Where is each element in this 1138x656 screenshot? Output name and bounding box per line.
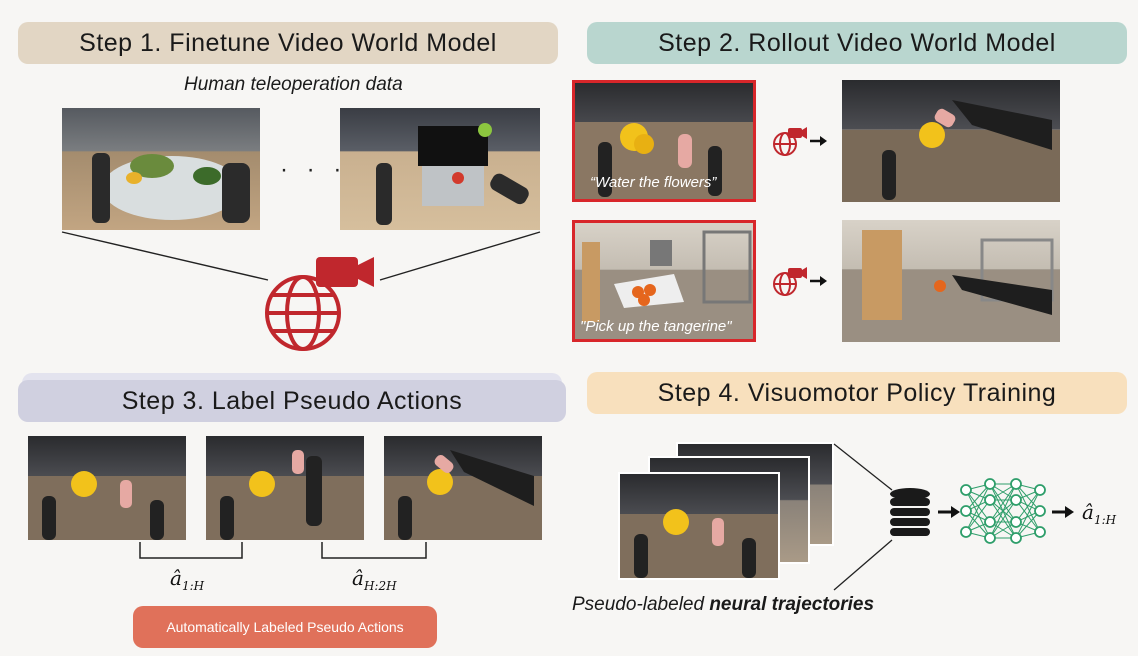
nn-edge <box>965 499 991 533</box>
step2-title: Step 2. Rollout Video World Model <box>658 28 1056 57</box>
step1-header: Step 1. Finetune Video World Model <box>18 22 558 64</box>
rollout-output-scene-1 <box>842 100 1060 202</box>
nn-node <box>984 516 996 528</box>
prompt-water-flowers: “Water the flowers” <box>590 174 717 191</box>
nn-node <box>984 532 996 544</box>
label-frame-1 <box>28 436 186 540</box>
nn-node <box>1034 505 1046 517</box>
step1-caption: Human teleoperation data <box>184 74 403 95</box>
rollout-output-frame-1 <box>842 80 1060 202</box>
nn-node <box>1010 494 1022 506</box>
nn-node <box>960 484 972 496</box>
step4-title: Step 4. Visuomotor Policy Training <box>657 378 1057 407</box>
label-scene-3 <box>384 450 542 540</box>
nn-node <box>984 494 996 506</box>
label-scene-2 <box>206 450 364 540</box>
prompt-frame-2 <box>572 220 756 342</box>
rollout-output-frame-2 <box>842 220 1060 342</box>
stack-to-db-lines <box>833 443 893 591</box>
nn-node <box>984 478 996 490</box>
trajectory-stack-front <box>618 472 780 580</box>
neural-network-icon <box>960 476 1046 546</box>
nn-edge <box>1015 510 1041 539</box>
nn-node <box>1010 478 1022 490</box>
convergence-lines <box>61 231 541 281</box>
nn-edge <box>1015 483 1041 512</box>
rollout-input-frame-2: "Pick up the tangerine" <box>574 222 754 340</box>
nn-edge <box>989 483 1017 539</box>
arrow-right-icon-2 <box>1052 504 1074 520</box>
nn-edge <box>1015 489 1041 539</box>
globe-camera-icon-small-2 <box>772 264 828 298</box>
nn-edge <box>989 483 1017 523</box>
step4-header: Step 4. Visuomotor Policy Training <box>587 372 1127 414</box>
nn-node <box>960 505 972 517</box>
nn-edge <box>1015 483 1041 533</box>
interval-brackets <box>139 542 427 559</box>
globe-camera-icon <box>262 255 380 355</box>
teleop-scene-1 <box>92 153 250 223</box>
pill-text: Automatically Labeled Pseudo Actions <box>166 619 404 635</box>
step2-header: Step 2. Rollout Video World Model <box>587 22 1127 64</box>
teleop-frame-1 <box>62 108 260 230</box>
tangerine-scene <box>574 230 754 340</box>
prompt-frame-1 <box>572 80 756 202</box>
flowers-scene <box>574 122 754 200</box>
auto-labeled-pill: Automatically Labeled Pseudo Actions <box>133 606 437 648</box>
arrow-right-icon <box>938 504 960 520</box>
nn-edge <box>1015 489 1041 523</box>
nn-node <box>1034 526 1046 538</box>
step4-caption: Pseudo-labeled neural trajectories <box>572 594 875 615</box>
nn-node <box>1034 484 1046 496</box>
teleop-scene-2 <box>376 123 529 225</box>
action-label-2: âH:2H <box>352 566 397 593</box>
action-label-1: â1:H <box>170 566 205 593</box>
nn-edge <box>989 499 1017 539</box>
nn-node <box>960 526 972 538</box>
database-icon <box>888 488 932 538</box>
nn-edge <box>965 483 991 533</box>
nn-edge <box>965 510 991 539</box>
label-scene-1 <box>28 471 186 540</box>
rollout-output-scene-2 <box>842 230 1060 342</box>
nn-edge <box>965 483 991 512</box>
label-frame-2 <box>206 436 364 540</box>
nn-node <box>1010 532 1022 544</box>
nn-node <box>1010 516 1022 528</box>
policy-output-label: â1:H <box>1082 500 1117 527</box>
trajectory-front-scene <box>620 509 778 578</box>
nn-edge <box>965 489 991 539</box>
ellipsis: · · · <box>280 156 348 183</box>
rollout-input-frame-1: “Water the flowers” <box>574 82 754 200</box>
step3-header: Step 3. Label Pseudo Actions <box>18 380 566 422</box>
prompt-pick-tangerine: "Pick up the tangerine" <box>580 318 732 335</box>
step1-title: Step 1. Finetune Video World Model <box>79 28 497 57</box>
teleop-frame-2 <box>340 108 540 230</box>
step3-title: Step 3. Label Pseudo Actions <box>121 386 463 415</box>
label-frame-3 <box>384 436 542 540</box>
globe-camera-icon-small-1 <box>772 124 828 158</box>
